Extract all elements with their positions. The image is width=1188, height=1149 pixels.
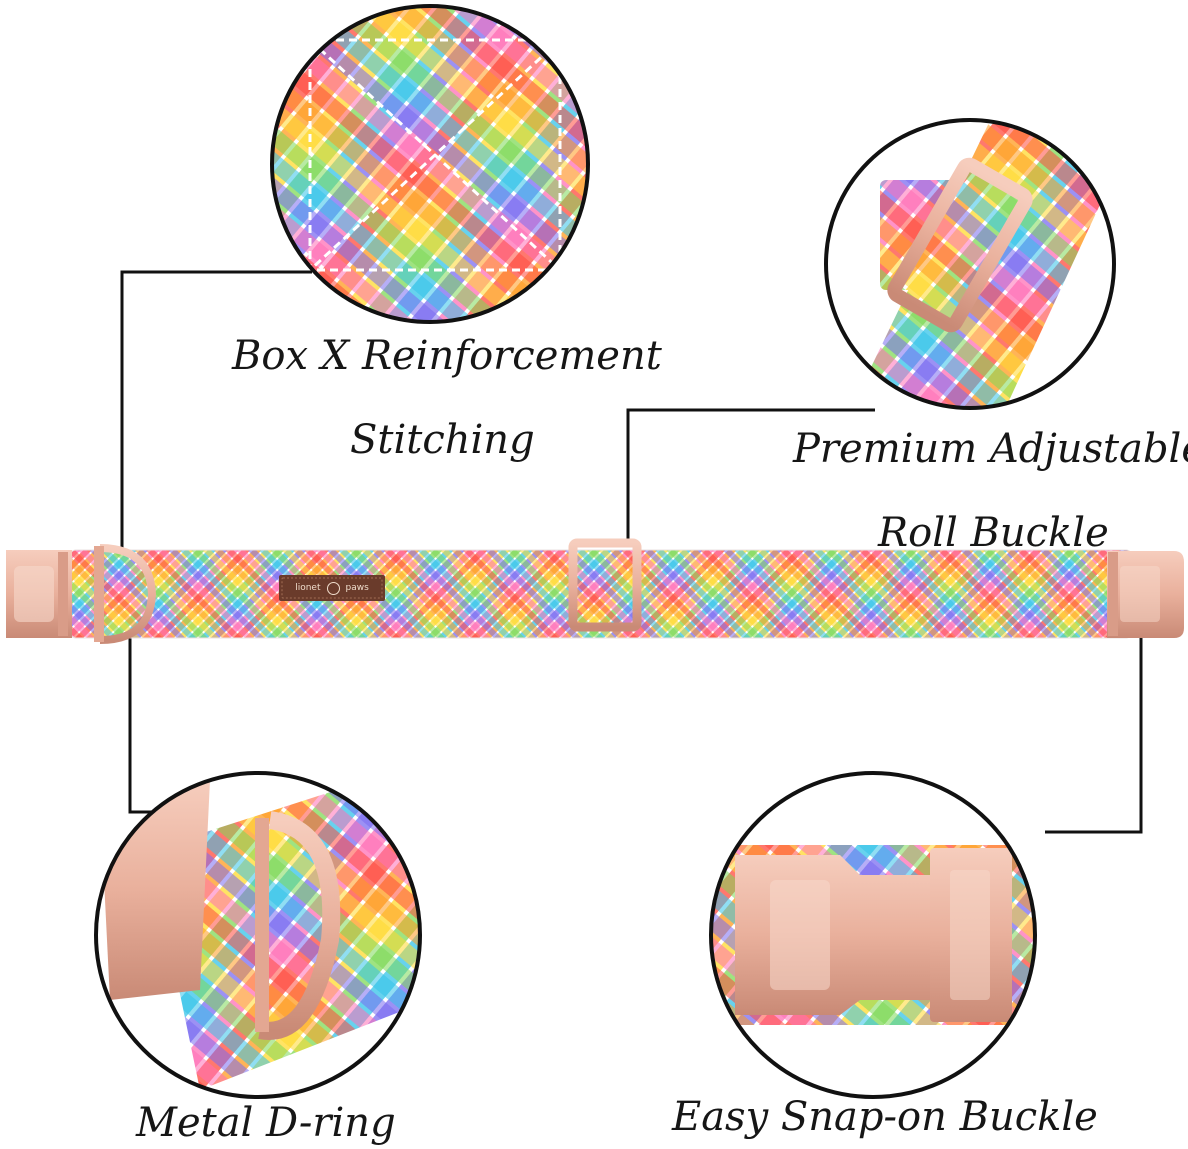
d-ring-on-collar: [94, 544, 157, 644]
brand-tag-text: lionet paws: [279, 575, 385, 601]
zoom-circle-box-x-stitching: [270, 4, 590, 324]
collar: [6, 538, 1184, 644]
brand-tag-word-1: lionet: [295, 583, 321, 593]
caption-adjustable-line1: Premium Adjustable: [793, 426, 1188, 472]
callout-line-box-x: [120, 270, 312, 549]
callout-line-snap-buckle: [1045, 637, 1143, 834]
caption-d-ring: Metal D-ring: [136, 1100, 396, 1146]
callout-line-d-ring: [128, 632, 152, 814]
callout-line-adjustable: [626, 408, 875, 545]
caption-box-x-line2: Stitching: [350, 417, 535, 463]
brand-tag-word-2: paws: [345, 583, 369, 593]
buckle-male-right: [1107, 551, 1184, 638]
callout-lines: [120, 270, 1143, 834]
caption-adjustable-line2: Roll Buckle: [878, 510, 1109, 556]
adjustable-slide-buckle: [568, 538, 642, 632]
zoom-circle-snap-buckle: [709, 771, 1037, 1099]
paw-logo-icon: [326, 581, 340, 595]
zoom-circle-d-ring: [94, 771, 422, 1099]
caption-snap-buckle: Easy Snap-on Buckle: [672, 1094, 1098, 1140]
caption-box-x-line1: Box X Reinforcement: [232, 333, 662, 379]
buckle-female-left: [6, 550, 72, 638]
zoom-circle-roll-buckle: [824, 118, 1116, 410]
